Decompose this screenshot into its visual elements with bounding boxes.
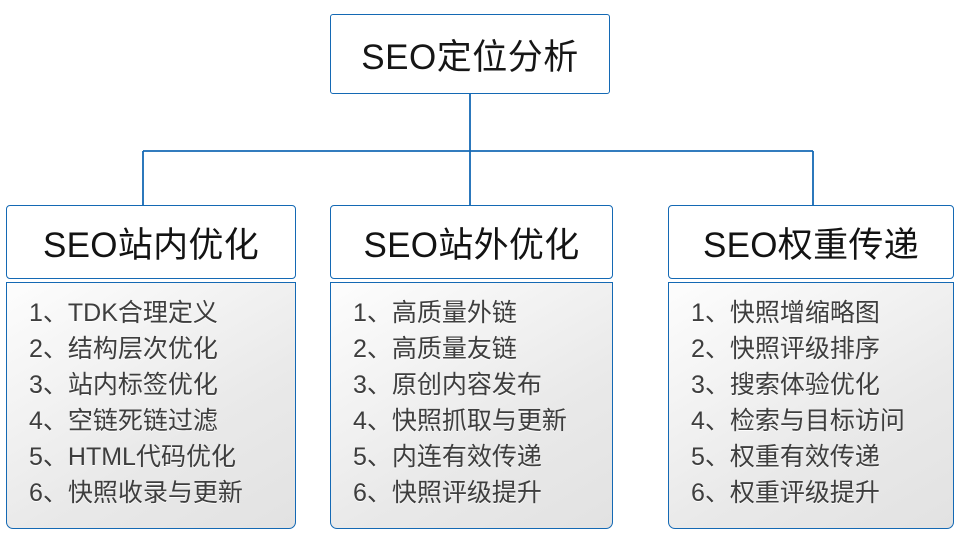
list-item: 5、HTML代码优化 [29,443,236,471]
branch-list-1: 1、TDK合理定义 2、结构层次优化 3、站内标签优化 4、空链死链过滤 5、H… [6,282,296,529]
branch-header-1[interactable]: SEO站内优化 [6,205,296,279]
branch-column-2: SEO站外优化 1、高质量外链 2、高质量友链 3、原创内容发布 4、快照抓取与… [330,205,613,529]
branch-header-label-1: SEO站内优化 [42,225,259,265]
branch-header-3[interactable]: SEO权重传递 [668,205,954,279]
branch-column-1: SEO站内优化 1、TDK合理定义 2、结构层次优化 3、站内标签优化 4、空链… [6,205,296,529]
list-item: 1、TDK合理定义 [29,299,218,327]
list-item: 5、权重有效传递 [691,443,880,471]
root-node[interactable]: SEO定位分析 [330,14,610,94]
list-item: 2、结构层次优化 [29,335,218,363]
list-item: 6、快照收录与更新 [29,479,243,507]
list-item: 6、快照评级提升 [353,479,542,507]
list-item: 1、快照增缩略图 [691,299,880,327]
branch-header-label-2: SEO站外优化 [363,225,580,265]
list-item: 1、高质量外链 [353,299,517,327]
list-item: 2、高质量友链 [353,335,517,363]
branch-header-2[interactable]: SEO站外优化 [330,205,613,279]
list-item: 4、检索与目标访问 [691,407,905,435]
list-item: 6、权重评级提升 [691,479,880,507]
branch-column-3: SEO权重传递 1、快照增缩略图 2、快照评级排序 3、搜索体验优化 4、检索与… [668,205,954,529]
branch-list-2: 1、高质量外链 2、高质量友链 3、原创内容发布 4、快照抓取与更新 5、内连有… [330,282,613,529]
list-item: 3、站内标签优化 [29,371,218,399]
branch-list-3: 1、快照增缩略图 2、快照评级排序 3、搜索体验优化 4、检索与目标访问 5、权… [668,282,954,529]
branch-header-label-3: SEO权重传递 [702,225,919,265]
list-item: 3、搜索体验优化 [691,371,880,399]
root-node-label: SEO定位分析 [361,37,579,77]
list-item: 4、空链死链过滤 [29,407,218,435]
list-item: 3、原创内容发布 [353,371,542,399]
list-item: 2、快照评级排序 [691,335,880,363]
list-item: 4、快照抓取与更新 [353,407,567,435]
list-item: 5、内连有效传递 [353,443,542,471]
